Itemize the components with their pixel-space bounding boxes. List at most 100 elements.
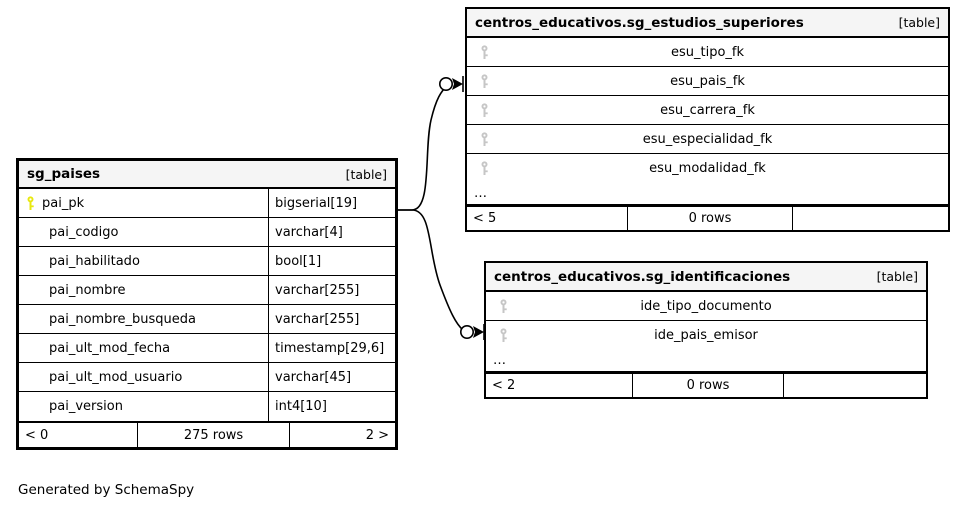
table-row[interactable]: esu_pais_fk: [467, 67, 948, 96]
column-name-cell: esu_especialidad_fk: [501, 125, 948, 153]
column-type-cell: bigserial[19]: [268, 189, 395, 217]
cardinality-zero-marker: [459, 324, 474, 339]
column-name: esu_tipo_fk: [670, 44, 745, 60]
table-row[interactable]: esu_tipo_fk: [467, 38, 948, 67]
table-row[interactable]: pai_habilitado bool[1]: [19, 247, 395, 276]
footer-parent-count[interactable]: < 2: [492, 378, 516, 393]
table-kind-label: [table]: [898, 15, 940, 30]
table-row[interactable]: pai_nombre_busqueda varchar[255]: [19, 305, 395, 334]
table-kind-label: [table]: [876, 269, 918, 284]
foreign-key-icon: [479, 131, 490, 147]
table-header-sg-estudios-superiores: centros_educativos.sg_estudios_superiore…: [467, 9, 948, 38]
column-name: pai_ult_mod_usuario: [49, 369, 183, 385]
table-row[interactable]: esu_modalidad_fk: [467, 154, 948, 183]
table-kind-label: [table]: [345, 166, 387, 182]
footer-row-count: 0 rows: [627, 207, 792, 230]
column-type-cell: int4[10]: [268, 392, 395, 421]
table-row[interactable]: pai_ult_mod_usuario varchar[45]: [19, 363, 395, 392]
column-name: esu_carrera_fk: [660, 102, 755, 118]
crowsfoot-marker: [473, 326, 484, 338]
footer-parent-count[interactable]: < 5: [473, 211, 497, 226]
column-type-cell: bool[1]: [268, 247, 395, 275]
column-type: varchar[255]: [275, 282, 360, 298]
table-row[interactable]: esu_especialidad_fk: [467, 125, 948, 154]
column-key-cell: [467, 38, 501, 66]
column-name-cell: esu_carrera_fk: [501, 96, 948, 124]
column-key-cell: [467, 67, 501, 95]
column-type-cell: varchar[4]: [268, 218, 395, 246]
foreign-key-icon: [479, 161, 490, 176]
column-type-cell: varchar[45]: [268, 363, 395, 391]
table-footer-sg-identificaciones: < 2 0 rows: [486, 372, 926, 397]
table-sg-estudios-superiores[interactable]: centros_educativos.sg_estudios_superiore…: [465, 7, 950, 232]
footer-child-count[interactable]: [792, 207, 948, 230]
foreign-key-icon: [479, 102, 490, 118]
column-name-cell: esu_pais_fk: [501, 67, 948, 95]
table-row[interactable]: pai_ult_mod_fecha timestamp[29,6]: [19, 334, 395, 363]
column-key-cell: [486, 292, 520, 320]
column-name: esu_especialidad_fk: [642, 131, 773, 147]
foreign-key-icon: [479, 73, 490, 89]
more-columns-indicator: …: [467, 183, 948, 205]
table-sg-identificaciones[interactable]: centros_educativos.sg_identificaciones […: [484, 261, 928, 399]
column-name-cell: ide_pais_emisor: [520, 321, 926, 350]
more-columns-indicator: …: [486, 350, 926, 372]
table-row[interactable]: ide_pais_emisor: [486, 321, 926, 350]
table-name: centros_educativos.sg_estudios_superiore…: [475, 14, 804, 31]
table-name: sg_paises: [27, 166, 101, 182]
column-name: pai_nombre: [49, 282, 126, 298]
column-name-cell: pai_ult_mod_fecha: [19, 334, 268, 362]
footer-parent-count[interactable]: < 0: [25, 427, 49, 443]
column-key-cell: [467, 125, 501, 153]
table-row[interactable]: esu_carrera_fk: [467, 96, 948, 125]
column-type-cell: timestamp[29,6]: [268, 334, 395, 362]
column-name: esu_pais_fk: [670, 73, 745, 89]
column-name-cell: pai_nombre: [19, 276, 268, 304]
column-name-cell: pai_habilitado: [19, 247, 268, 275]
column-name-cell: pai_nombre_busqueda: [19, 305, 268, 333]
column-type: bool[1]: [275, 253, 322, 269]
column-name: esu_modalidad_fk: [649, 161, 766, 176]
table-row[interactable]: ide_tipo_documento: [486, 292, 926, 321]
column-name-cell: pai_version: [19, 392, 268, 421]
table-footer-sg-estudios-superiores: < 5 0 rows: [467, 205, 948, 230]
footer-child-count[interactable]: [783, 374, 926, 397]
foreign-key-icon: [498, 298, 509, 314]
column-type: int4[10]: [275, 399, 327, 414]
foreign-key-icon: [479, 44, 490, 60]
column-type-cell: varchar[255]: [268, 276, 395, 304]
column-key-cell: [467, 154, 501, 183]
column-name-cell: ide_tipo_documento: [520, 292, 926, 320]
diagram-caption: Generated by SchemaSpy: [18, 482, 195, 498]
column-name: pai_pk: [42, 195, 85, 211]
column-list: ide_tipo_documento ide_pais_emisor: [486, 292, 926, 350]
column-name: pai_codigo: [49, 224, 119, 240]
table-header-sg-paises: sg_paises [table]: [19, 161, 395, 189]
column-type: varchar[4]: [275, 224, 343, 240]
table-footer-sg-paises: < 0 275 rows 2 >: [19, 421, 395, 447]
column-key-cell: [467, 96, 501, 124]
table-row[interactable]: pai_pk bigserial[19]: [19, 189, 395, 218]
column-type: varchar[255]: [275, 311, 360, 327]
column-name-cell: pai_pk: [19, 189, 268, 217]
column-name-cell: pai_ult_mod_usuario: [19, 363, 268, 391]
cardinality-zero-marker: [438, 77, 453, 92]
column-list: esu_tipo_fk esu_pais_fk esu_carrera_fk esu_…: [467, 38, 948, 183]
column-name: ide_tipo_documento: [640, 298, 772, 314]
column-name-cell: esu_tipo_fk: [501, 38, 948, 66]
footer-row-count: 275 rows: [137, 423, 289, 447]
column-name: pai_habilitado: [49, 253, 140, 269]
foreign-key-icon: [498, 328, 509, 343]
column-name: pai_version: [49, 399, 123, 414]
table-row[interactable]: pai_codigo varchar[4]: [19, 218, 395, 247]
table-row[interactable]: pai_version int4[10]: [19, 392, 395, 421]
table-row[interactable]: pai_nombre varchar[255]: [19, 276, 395, 305]
column-name: pai_nombre_busqueda: [49, 311, 196, 327]
footer-row-count: 0 rows: [632, 374, 783, 397]
relationship-edge-estudios-superiores: [398, 76, 464, 211]
column-name: pai_ult_mod_fecha: [49, 340, 171, 356]
primary-key-icon: [25, 195, 36, 211]
footer-child-count[interactable]: 2 >: [289, 423, 395, 447]
